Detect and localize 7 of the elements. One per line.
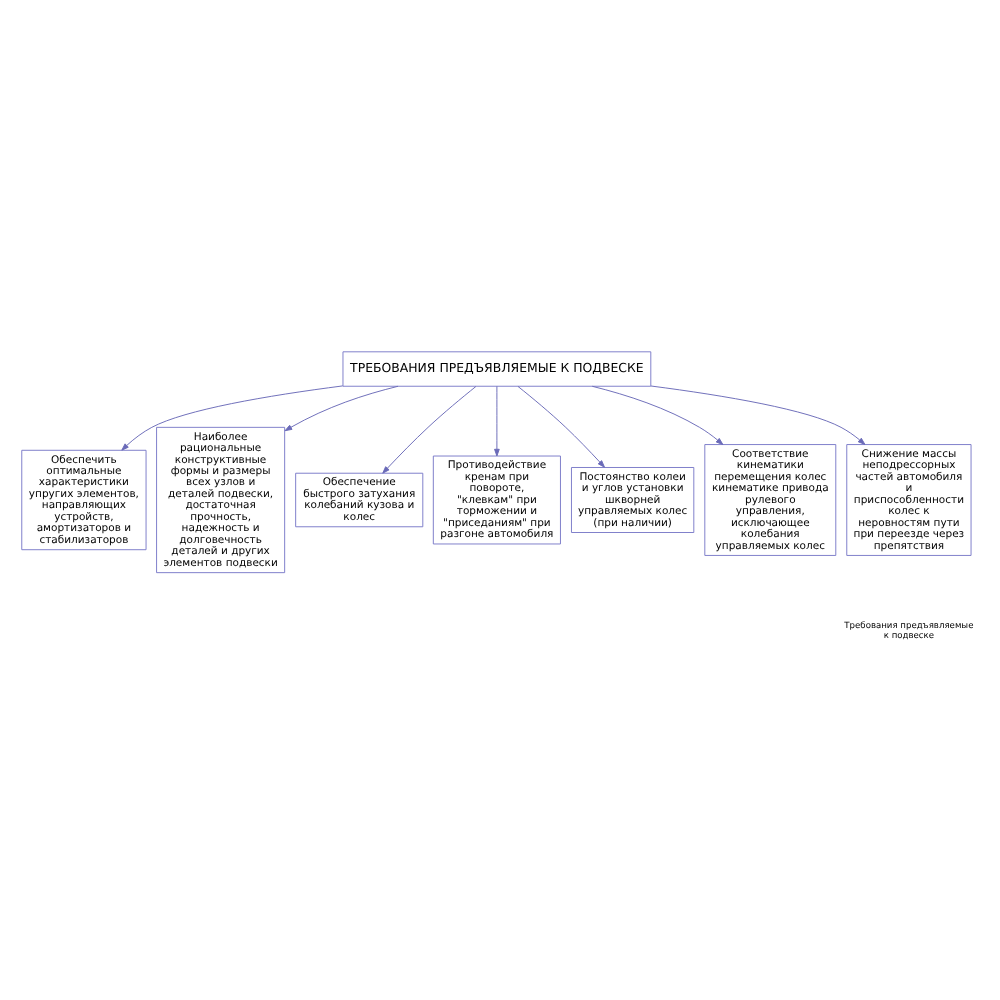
arrow xyxy=(517,385,605,468)
arrow xyxy=(382,386,477,474)
arrow xyxy=(591,385,724,446)
arrow xyxy=(650,385,866,445)
arrow xyxy=(121,385,344,451)
arrow xyxy=(284,385,399,432)
arrow xyxy=(494,385,500,457)
